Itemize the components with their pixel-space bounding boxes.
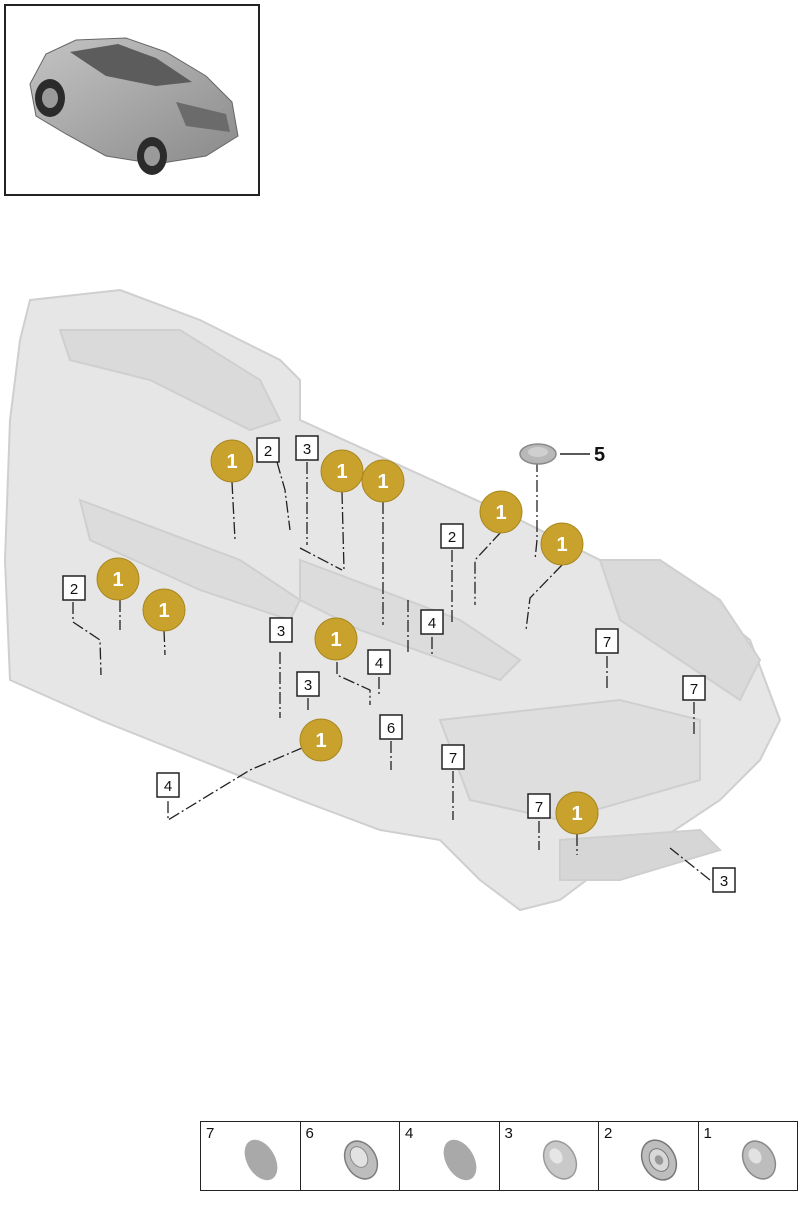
callout-box: 3 <box>269 617 293 643</box>
callout-label: 3 <box>304 677 312 694</box>
legend-cell: 4 <box>400 1122 500 1190</box>
callout-label: 1 <box>330 629 341 651</box>
legend-number: 2 <box>604 1125 613 1142</box>
callout-circle: 1 <box>96 557 140 601</box>
callout-circle: 1 <box>540 522 584 566</box>
callout-label: 1 <box>571 803 582 825</box>
callout-box: 2 <box>256 437 280 463</box>
callouts: 12311121211341147371674713 <box>62 435 736 893</box>
vehicle-body-shell <box>3 288 782 912</box>
callout-label: 4 <box>164 778 172 795</box>
legend-number: 4 <box>405 1125 414 1142</box>
legend-cell: 7 <box>201 1122 301 1190</box>
part5-label: 5 <box>594 444 605 466</box>
domed-plug-icon <box>542 1140 577 1180</box>
ring-plug-icon <box>640 1139 678 1181</box>
callout-box: 6 <box>379 714 403 740</box>
stepped-plug-icon <box>343 1140 378 1180</box>
legend-cell: 2 <box>599 1122 699 1190</box>
callout-box: 3 <box>296 671 320 697</box>
callout-circle: 1 <box>142 588 186 632</box>
car-image <box>29 37 239 175</box>
callout-label: 1 <box>556 534 567 556</box>
callout-circle: 1 <box>320 449 364 493</box>
callout-circle: 1 <box>210 439 254 483</box>
callout-label: 4 <box>428 615 436 632</box>
leader-lines <box>72 460 711 881</box>
callout-label: 1 <box>112 569 123 591</box>
callout-label: 3 <box>303 441 311 458</box>
callout-label: 1 <box>226 451 237 473</box>
callout-label: 1 <box>336 461 347 483</box>
callout-label: 1 <box>495 502 506 524</box>
callout-circle: 1 <box>555 791 599 835</box>
callout-label: 1 <box>377 471 388 493</box>
callout-label: 2 <box>264 443 272 460</box>
callout-box: 7 <box>441 744 465 770</box>
callout-label: 1 <box>315 730 326 752</box>
flat-plug-icon <box>443 1139 477 1181</box>
callout-label: 3 <box>720 873 728 890</box>
callout-label: 7 <box>535 799 543 816</box>
callout-circle: 1 <box>299 718 343 762</box>
callout-label: 3 <box>277 623 285 640</box>
callout-box: 2 <box>440 523 464 549</box>
domed-plug-icon <box>741 1140 776 1180</box>
callout-label: 2 <box>70 581 78 598</box>
callout-box: 3 <box>712 867 736 893</box>
legend-cell: 1 <box>699 1122 798 1190</box>
legend-cell: 6 <box>301 1122 400 1190</box>
legend-number: 1 <box>703 1125 712 1142</box>
callout-label: 2 <box>448 529 456 546</box>
callout-box: 7 <box>595 628 619 654</box>
callout-label: 7 <box>690 681 698 698</box>
callout-box: 2 <box>62 575 86 601</box>
callout-label: 7 <box>449 750 457 767</box>
legend-number: 6 <box>305 1125 314 1142</box>
callout-box: 3 <box>295 435 319 461</box>
legend-number: 7 <box>206 1125 215 1142</box>
callout-circle: 1 <box>361 459 405 503</box>
part5-grommet <box>519 443 557 465</box>
callout-box: 4 <box>156 772 180 798</box>
callout-label: 7 <box>603 634 611 651</box>
callout-box: 7 <box>682 675 706 701</box>
legend-cell: 3 <box>500 1122 599 1190</box>
vehicle-thumbnail <box>4 4 260 196</box>
callout-box: 4 <box>420 609 444 635</box>
callout-label: 1 <box>158 600 169 622</box>
callout-box: 7 <box>527 793 551 819</box>
callout-label: 6 <box>387 720 395 737</box>
callout-label: 4 <box>375 655 383 672</box>
legend-number: 3 <box>504 1125 513 1142</box>
callout-circle: 1 <box>479 490 523 534</box>
parts-legend: 7 6 4 3 2 1 <box>200 1121 798 1191</box>
callout-box: 4 <box>367 649 391 675</box>
callout-circle: 1 <box>314 617 358 661</box>
flat-plug-icon <box>244 1139 278 1181</box>
